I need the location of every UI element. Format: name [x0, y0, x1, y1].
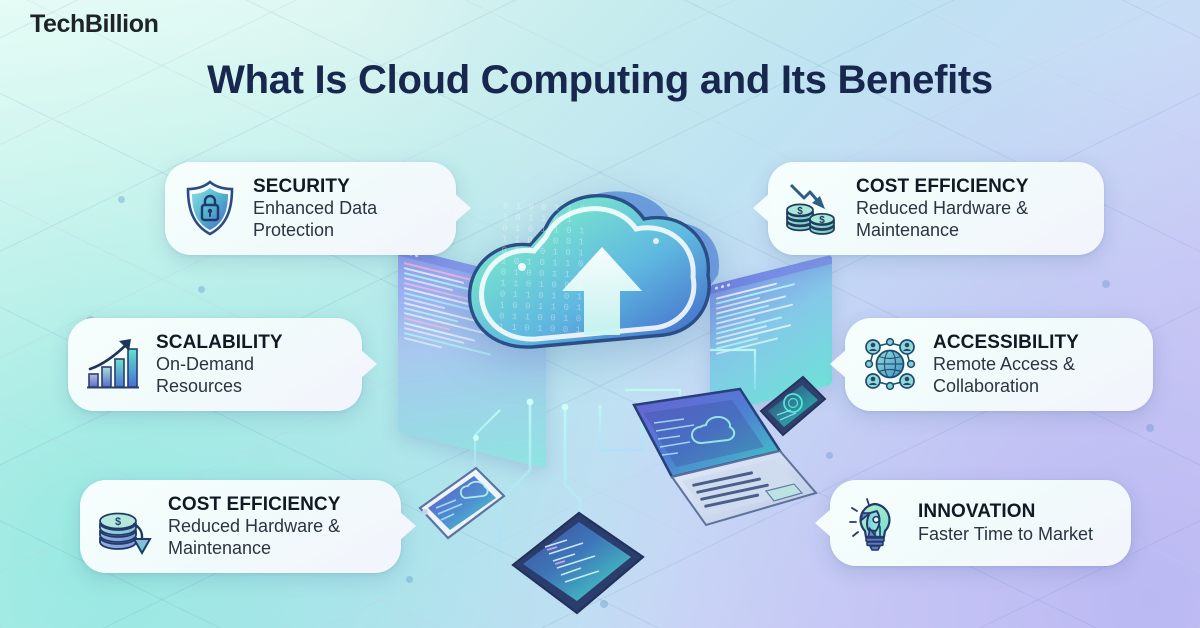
- callout-kicker: INNOVATION: [918, 501, 1036, 523]
- cloud-upload-icon: [467, 191, 720, 349]
- brand-logo: TechBillion: [30, 10, 159, 38]
- smartphone-secondary-device: [759, 375, 827, 437]
- callout-cost-efficiency-right[interactable]: $ $ COST EFFICIENCY Reduced Hardware & M…: [753, 162, 1104, 255]
- callout-text: ACCESSIBILITY Remote Access & Collaborat…: [933, 332, 1133, 397]
- svg-text:$: $: [797, 206, 803, 217]
- shield-lock-icon: [186, 180, 234, 236]
- callout-kicker: ACCESSIBILITY: [933, 332, 1079, 353]
- bubble-tail: [815, 508, 832, 538]
- svg-text:$: $: [115, 516, 121, 528]
- grid-node: [600, 600, 608, 608]
- bar-chart-growth-icon: [87, 339, 139, 389]
- grid-node: [1102, 280, 1110, 288]
- bubble-tail: [753, 193, 770, 224]
- callout-text: INNOVATION Faster Time to Market: [918, 501, 1093, 545]
- bubble-tail: [360, 349, 377, 380]
- page-title: What Is Cloud Computing and Its Benefits: [207, 58, 993, 102]
- callout-kicker: COST EFFICIENCY: [856, 176, 1029, 197]
- grid-node: [406, 576, 413, 583]
- cloud-computing-illustration: 0 1 0 0 1 1 0 1 0 1 1 0 1 0 1 0 1 1 0 1 …: [380, 150, 832, 628]
- callout-desc: Faster Time to Market: [918, 523, 1094, 544]
- callout-text: COST EFFICIENCY Reduced Hardware & Maint…: [168, 494, 381, 559]
- tablet-device: [511, 511, 645, 615]
- globe-network-users-icon: [864, 338, 916, 391]
- lightbulb-rocket-icon: [849, 498, 891, 551]
- laptop-device: [632, 387, 818, 527]
- callout-text: SECURITY Enhanced Data Protection: [253, 176, 436, 241]
- callout-kicker: COST EFFICIENCY: [168, 494, 341, 515]
- grid-node: [118, 196, 125, 203]
- callout-desc: Remote Access & Collaboration: [933, 354, 1076, 396]
- bubble-tail: [830, 349, 847, 380]
- grid-node: [1146, 424, 1154, 432]
- callout-scalability[interactable]: SCALABILITY On-Demand Resources: [68, 318, 377, 411]
- grid-node: [826, 452, 833, 459]
- callout-text: SCALABILITY On-Demand Resources: [156, 332, 342, 397]
- callout-kicker: SECURITY: [253, 176, 350, 197]
- callout-desc: Reduced Hardware & Maintenance: [856, 198, 1029, 240]
- callout-desc: Reduced Hardware & Maintenance: [168, 516, 341, 558]
- bubble-tail: [454, 193, 471, 224]
- callout-kicker: SCALABILITY: [156, 332, 283, 353]
- callout-security[interactable]: SECURITY Enhanced Data Protection: [165, 162, 471, 255]
- callout-text: COST EFFICIENCY Reduced Hardware & Maint…: [856, 176, 1071, 241]
- coins-down-arrow-icon: $ $: [786, 184, 835, 236]
- coin-stack-down-arrow-icon: $: [99, 513, 152, 556]
- bubble-tail: [399, 511, 416, 542]
- callout-innovation[interactable]: INNOVATION Faster Time to Market: [815, 480, 1131, 566]
- callout-desc: On-Demand Resources: [156, 354, 255, 396]
- callout-desc: Enhanced Data Protection: [253, 198, 378, 240]
- callout-accessibility[interactable]: ACCESSIBILITY Remote Access & Collaborat…: [830, 318, 1153, 411]
- callout-cost-efficiency-left[interactable]: $ COST EFFICIENCY Reduced Hardware & Mai…: [80, 480, 416, 573]
- svg-text:$: $: [819, 215, 825, 226]
- grid-node: [198, 286, 205, 293]
- smartphone-device: [418, 466, 506, 540]
